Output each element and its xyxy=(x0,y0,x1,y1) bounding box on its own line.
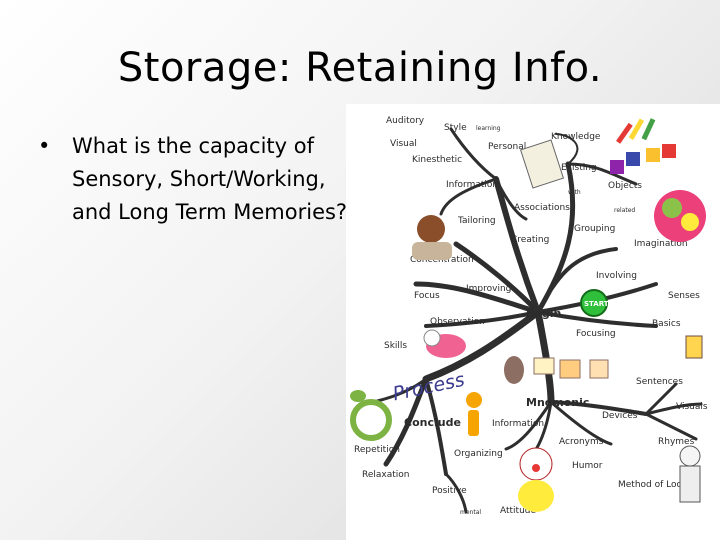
bullet-text: What is the capacity of Sensory, Short/W… xyxy=(72,134,348,224)
label-creating: Creating xyxy=(511,235,549,245)
label-senses: Senses xyxy=(668,291,700,301)
label-start: START xyxy=(584,300,609,308)
clown-icon xyxy=(518,447,554,512)
label-learning: learning xyxy=(476,125,501,132)
bird-icon xyxy=(350,390,366,402)
label-kinesthetic: Kinesthetic xyxy=(412,155,462,165)
recycle-icon xyxy=(350,399,392,441)
label-mnemonic: Mnemonic xyxy=(526,396,589,409)
label-grouping: Grouping xyxy=(574,224,615,234)
label-objects: Objects xyxy=(608,181,642,191)
label-positive: Positive xyxy=(432,486,467,496)
label-associations: Associations xyxy=(514,203,570,213)
label-begin: Begin xyxy=(526,307,561,320)
label-sentences: Sentences xyxy=(636,377,683,387)
label-focus: Focus xyxy=(414,291,440,301)
label-repetition: Repetition xyxy=(354,445,400,455)
mind-map-image: Auditory Visual Style learning Kinesthet… xyxy=(346,104,720,540)
info-icon xyxy=(466,392,482,436)
label-acronyms: Acronyms xyxy=(559,437,604,447)
label-visuals: Visuals xyxy=(676,402,708,412)
mind-map-labels: Auditory Visual Style learning Kinesthet… xyxy=(354,116,708,516)
label-rhymes: Rhymes xyxy=(658,437,695,447)
crayons-icon xyxy=(616,118,656,144)
label-focusing: Focusing xyxy=(576,329,616,339)
label-basics: Basics xyxy=(652,319,681,329)
thinking-person-icon xyxy=(412,215,452,260)
label-method-of-loci: Method of Loci xyxy=(618,480,684,490)
label-personal: Personal xyxy=(488,142,526,152)
label-information: Information xyxy=(446,180,498,190)
label-tailoring: Tailoring xyxy=(457,216,496,226)
label-auditory: Auditory xyxy=(386,116,425,126)
bullet-list: • What is the capacity of Sensory, Short… xyxy=(38,130,353,229)
label-relaxation: Relaxation xyxy=(362,470,409,480)
label-related: related xyxy=(614,207,635,214)
cartoon-person-icon xyxy=(679,445,701,503)
label-information-2: Information xyxy=(492,419,544,429)
label-conclude: Conclude xyxy=(404,416,461,429)
mind-map-branches xyxy=(364,127,703,514)
label-knowledge: Knowledge xyxy=(551,132,601,142)
label-involving: Involving xyxy=(596,271,637,281)
label-mental: mental xyxy=(460,509,481,516)
bullet-dot-icon: • xyxy=(38,134,51,158)
bullet-item: • What is the capacity of Sensory, Short… xyxy=(38,130,353,229)
label-with: with xyxy=(568,189,581,196)
computer-icon xyxy=(533,357,609,379)
book-icon xyxy=(519,139,565,189)
label-organizing: Organizing xyxy=(454,449,503,459)
mind-map-center: Begin START Process Mnemonic xyxy=(391,289,609,409)
label-devices: Devices xyxy=(602,411,638,421)
label-imagination: Imagination xyxy=(634,239,688,249)
brain-icon xyxy=(654,190,706,242)
label-observation: Observation xyxy=(430,317,485,327)
label-skills: Skills xyxy=(384,341,407,351)
cat-icon xyxy=(423,329,466,358)
label-humor: Humor xyxy=(572,461,603,471)
slide-title: Storage: Retaining Info. xyxy=(117,45,603,91)
reading-person-icon xyxy=(504,356,524,384)
mind-map-drawing: Auditory Visual Style learning Kinesthet… xyxy=(350,116,708,516)
label-style: Style xyxy=(444,123,467,133)
label-improving: Improving xyxy=(466,284,511,294)
label-attitude: Attitude xyxy=(500,506,537,516)
label-visual: Visual xyxy=(390,139,417,149)
trophy-icon xyxy=(685,335,703,359)
start-button-icon xyxy=(580,289,608,317)
label-existing: Existing xyxy=(561,163,597,173)
shapes-icon xyxy=(610,144,676,174)
